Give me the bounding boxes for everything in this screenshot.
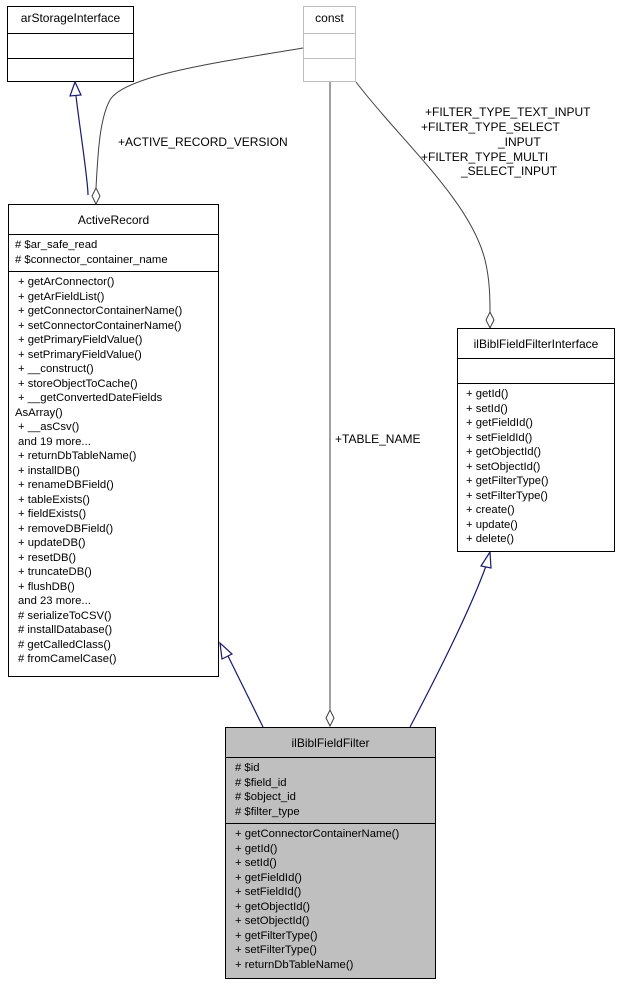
method: + renameDBField() <box>18 479 114 491</box>
class-title: ilBiblFieldFilter <box>226 728 435 758</box>
attribute: # $ar_safe_read <box>15 239 98 251</box>
edge-label-filter-type: +FILTER_TYPE_MULTI <box>421 150 549 164</box>
attribute: # $filter_type <box>235 805 300 818</box>
edge-label-filter-type: _SELECT_INPUT <box>461 164 558 178</box>
method: + installDB() <box>18 464 80 477</box>
method: + truncateDB() <box>18 566 92 578</box>
class-title: ilBiblFieldFilterInterface <box>458 329 614 359</box>
method: + returnDbTableName() <box>18 450 137 462</box>
method: + setFilterType() <box>466 489 548 502</box>
method: + __getConvertedDateFields <box>18 392 163 404</box>
method: # serializeToCSV() <box>18 609 112 622</box>
aggregation-diamond <box>91 186 101 206</box>
method: + update() <box>466 518 518 531</box>
method: # getCalledClass() <box>18 638 111 651</box>
class-ar-storage-interface[interactable]: arStorageInterface <box>7 6 134 82</box>
class-const[interactable]: const <box>303 6 356 82</box>
class-title: arStorageInterface <box>8 7 133 34</box>
method: + setConnectorContainerName() <box>18 319 182 332</box>
attributes-section <box>8 34 133 59</box>
method: + tableExists() <box>18 493 90 506</box>
method: + getArFieldList() <box>18 290 105 303</box>
inheritance-arrowhead <box>69 80 82 97</box>
methods-section: + getArConnector() + getArFieldList() + … <box>9 272 218 671</box>
method: + getFieldId() <box>466 417 533 429</box>
method: + getConnectorContainerName() <box>235 828 400 840</box>
method: + setObjectId() <box>466 460 541 473</box>
attributes-section: # $id # $field_id # $object_id # $filter… <box>226 758 435 824</box>
methods-section <box>304 59 355 84</box>
edge-label-filter-type: _INPUT <box>498 135 541 149</box>
method: + setFieldId() <box>466 431 533 444</box>
method: + getFilterType() <box>466 475 549 487</box>
methods-section: + getId() + setId() + getFieldId() + set… <box>458 384 614 551</box>
method: + getObjectId() <box>235 900 311 913</box>
method: + __asCsv() <box>18 421 80 433</box>
attribute: # $id <box>235 762 260 774</box>
method: # installDatabase() <box>18 624 113 636</box>
attributes-section: # $ar_safe_read # $connector_container_n… <box>9 235 218 272</box>
aggregation-diamond <box>325 708 335 728</box>
method: + resetDB() <box>18 551 77 564</box>
method: + storeObjectToCache() <box>18 377 138 390</box>
attributes-section <box>304 34 355 59</box>
method: + getArConnector() <box>18 276 115 288</box>
edge-activerecord-to-arstorageinterface <box>75 95 89 196</box>
class-title: ActiveRecord <box>9 205 218 235</box>
method: + returnDbTableName() <box>235 958 354 971</box>
method: + updateDB() <box>18 537 86 549</box>
method: + setId() <box>466 402 508 415</box>
method: + getId() <box>235 842 278 855</box>
method: + getId() <box>466 388 509 400</box>
method: AsArray() <box>15 406 63 419</box>
method: + removeDBField() <box>18 522 114 535</box>
method: + setFieldId() <box>235 886 302 898</box>
aggregation-diamond <box>485 310 495 330</box>
method: + __construct() <box>18 363 94 375</box>
inheritance-arrowhead <box>219 641 234 660</box>
edge-label-active-record-version: +ACTIVE_RECORD_VERSION <box>118 135 288 149</box>
class-il-bibl-field-filter[interactable]: ilBiblFieldFilter # $id # $field_id # $o… <box>225 727 436 979</box>
method: + setFilterType() <box>235 944 317 956</box>
class-il-bibl-field-filter-interface[interactable]: ilBiblFieldFilterInterface + getId() + s… <box>457 328 615 552</box>
method: # fromCamelCase() <box>18 653 117 665</box>
methods-section <box>8 59 133 84</box>
method: + setObjectId() <box>235 915 310 927</box>
edge-label-table-name: +TABLE_NAME <box>335 432 421 446</box>
method: + setId() <box>235 857 277 869</box>
inheritance-arrowhead <box>480 550 492 569</box>
method: + delete() <box>466 533 515 545</box>
edge-ilbiblfieldfilter-to-filterinterface <box>409 565 487 728</box>
edge-const-to-filterinterface <box>355 81 491 313</box>
method: + getFieldId() <box>235 871 302 884</box>
attributes-section <box>458 359 614 384</box>
attribute: # $field_id <box>235 776 287 789</box>
edge-const-to-activerecord <box>95 47 304 189</box>
more-methods: and 19 more... <box>18 435 91 448</box>
attribute: # $object_id <box>235 791 296 803</box>
more-methods: and 23 more... <box>18 595 91 607</box>
method: + getObjectId() <box>466 446 542 458</box>
method: + getFilterType() <box>235 929 318 942</box>
method: + setPrimaryFieldValue() <box>18 348 142 361</box>
class-title: const <box>304 7 355 34</box>
method: + fieldExists() <box>18 508 87 520</box>
class-active-record[interactable]: ActiveRecord # $ar_safe_read # $connecto… <box>8 204 219 677</box>
method: + flushDB() <box>18 580 75 593</box>
edge-label-filter-type: +FILTER_TYPE_SELECT <box>421 120 560 134</box>
edge-label-filter-type: +FILTER_TYPE_TEXT_INPUT <box>425 105 591 119</box>
method: + getConnectorContainerName() <box>18 305 183 317</box>
methods-section: + getConnectorContainerName() + getId() … <box>226 824 435 976</box>
method: + getPrimaryFieldValue() <box>18 334 143 346</box>
edge-ilbiblfieldfilter-to-activerecord <box>227 655 264 728</box>
method: + create() <box>466 504 515 516</box>
attribute: # $connector_container_name <box>15 253 168 266</box>
